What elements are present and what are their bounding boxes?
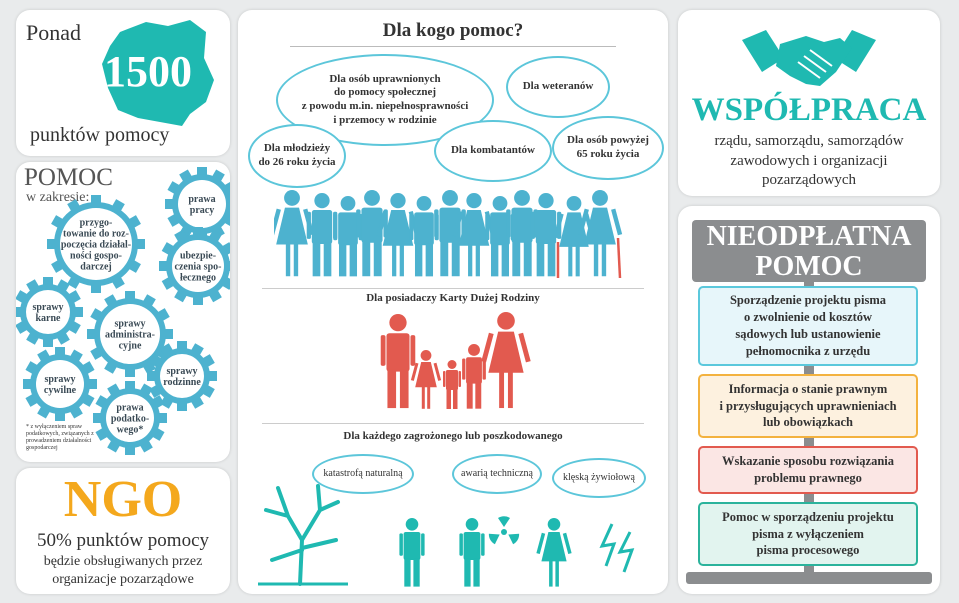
gear-social-insurance: ubezpie-czenia spo-łecznego <box>159 227 230 305</box>
gear-label: łecznego <box>180 273 216 284</box>
cane-icon <box>616 237 622 279</box>
gear-label: administra- <box>105 330 155 341</box>
cooperation-title: WSPÓŁPRACA <box>691 92 927 128</box>
gear-label: rodzinne <box>163 377 201 388</box>
family-icon <box>380 312 531 409</box>
gear-label: sprawy <box>114 319 145 330</box>
radiation-icon <box>488 516 520 545</box>
people-group-icon <box>274 190 623 279</box>
legal-aid-title-1: NIEODPŁATNA <box>706 221 912 252</box>
bubble-natural-calamity: klęską żywiołową <box>552 458 646 498</box>
bubble-veterans: Dla weteranów <box>506 56 610 118</box>
person-icon <box>399 518 425 587</box>
ngo-line2: będzie obsługiwanych przez <box>43 554 203 569</box>
gear-label: towanie do roz- <box>63 229 129 240</box>
gear-label: darczej <box>80 262 111 273</box>
dead-tree-icon <box>258 484 348 586</box>
legal-aid-header: NIEODPŁATNA POMOC PRAWNA <box>692 220 926 312</box>
gear-label: prawa <box>116 403 143 414</box>
gear-label: sprawy <box>166 366 197 377</box>
gear-label: przygo- <box>80 218 113 229</box>
child-icon <box>410 350 442 409</box>
gear-label: ności gospo- <box>70 251 122 262</box>
gear-label: czenia spo- <box>175 262 222 273</box>
help-scope-footnote: * z wyłączeniem spraw podatkowych, związ… <box>26 424 94 451</box>
lightning-icon <box>617 531 635 573</box>
section-divider-2 <box>262 423 644 424</box>
section3-title: Dla każdego zagrożonego lub poszkodowane… <box>343 430 563 442</box>
gear-label: cywilne <box>44 385 77 396</box>
child-icon <box>443 360 461 409</box>
gear-label: sprawy <box>44 374 75 385</box>
legal-aid-base <box>686 572 932 584</box>
bubble-combatants: Dla kombatantów <box>434 120 552 182</box>
gear-label: karne <box>36 313 62 324</box>
section2-title: Dla posiadaczy Karty Dużej Rodziny <box>366 292 540 304</box>
gear-label: prawa <box>188 194 215 205</box>
gear-label: wego* <box>117 425 144 436</box>
gear-business-start: przygo-towanie do roz-poczęcia działal-n… <box>47 195 145 293</box>
beneficiaries-title: Dla kogo pomoc? <box>382 20 524 41</box>
legal-aid-panel: NIEODPŁATNA POMOC PRAWNA Sporządzenie pr… <box>678 206 940 594</box>
person-icon <box>536 518 572 587</box>
gear-label: sprawy <box>32 302 63 313</box>
lightning-icon <box>599 523 617 567</box>
gear-label: pracy <box>190 205 214 216</box>
gear-label: cyjne <box>119 341 142 352</box>
person-icon <box>434 190 466 277</box>
gear-label: ubezpie- <box>180 251 216 262</box>
person-icon <box>577 190 623 277</box>
ngo-line1: 50% punktów pomocy <box>36 530 210 551</box>
section-divider-1 <box>262 288 644 289</box>
stat-suffix: punktów pomocy <box>30 124 170 146</box>
help-scope-title: POMOC <box>24 164 113 191</box>
ngo-panel: NGO 50% punktów pomocy będzie obsługiwan… <box>16 468 230 594</box>
person-icon <box>274 190 315 277</box>
handshake-icon <box>742 30 876 86</box>
title-divider <box>290 46 616 47</box>
mother-icon <box>481 312 531 409</box>
stat-prefix: Ponad <box>26 20 81 45</box>
gear-label: poczęcia działal- <box>61 240 131 251</box>
poland-map-icon <box>102 20 214 126</box>
person-icon <box>459 518 485 587</box>
threats-illustration <box>258 484 635 587</box>
person-icon <box>409 196 439 277</box>
stat-panel: Ponad 1500 punktów pomocy <box>16 10 230 156</box>
bubble-technical-failure: awarią techniczną <box>452 454 542 494</box>
ngo-title: NGO <box>63 471 183 528</box>
ngo-line3: organizacje pozarządowe <box>52 572 194 587</box>
father-icon <box>380 314 416 409</box>
gear-label: podatko- <box>111 414 149 425</box>
child-icon <box>462 344 486 409</box>
stat-number: 1500 <box>104 47 192 96</box>
bubble-natural-disaster: katastrofą naturalną <box>312 454 414 494</box>
